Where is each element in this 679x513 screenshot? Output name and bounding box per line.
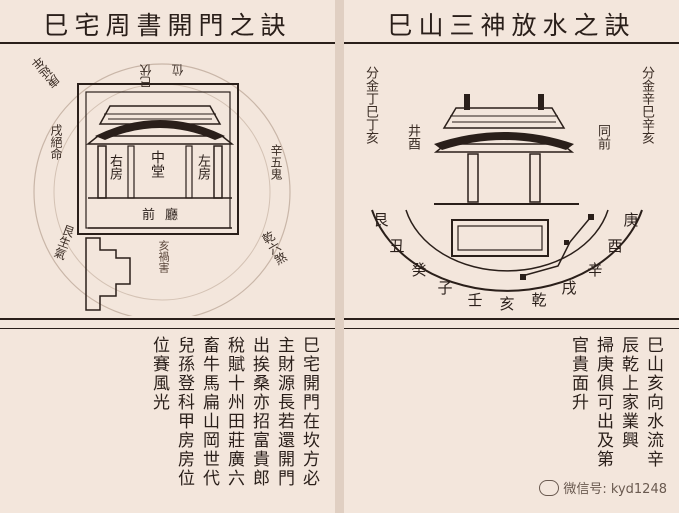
dial-char: 艮: [373, 210, 389, 229]
right-title-rule: [344, 42, 679, 44]
left-poem-col-6: 兒孫登科甲房房位: [174, 336, 194, 488]
dial-char: 酉: [607, 236, 623, 255]
top-left-note: 巳伏: [139, 64, 153, 88]
well-label: 井酉: [405, 124, 420, 150]
top-right-note: 位: [171, 64, 185, 76]
dial-char: 亥: [499, 294, 515, 313]
left-page-title: 巳宅周書開門之訣: [43, 11, 292, 40]
right-page-title: 巳山三神放水之訣: [387, 11, 636, 40]
dial-char: 壬: [467, 290, 483, 309]
right-room-label: 右房: [107, 154, 122, 180]
ring-outline: [33, 63, 291, 316]
ring-text-4: 戌絕命: [49, 124, 63, 160]
dial-char: 庚: [623, 210, 639, 229]
left-poem-col-2: 主財源長若還開門: [274, 336, 294, 488]
front-label: 同前: [595, 124, 610, 150]
right-separator: [344, 318, 679, 320]
center-hall-label: 中堂: [149, 150, 165, 178]
left-poem-col-1: 巳宅開門在坎方必: [299, 336, 319, 488]
dial-char: 戌: [561, 278, 577, 297]
dial-char: 辛: [587, 260, 603, 279]
right-fenjin-label: 分金辛巳辛亥: [639, 66, 654, 144]
house-diagram: 中堂 右房 左房 前廳 亥禍害 巳伏 位 庚延年 辛五鬼 乾六煞 戌絕命 艮生氣: [0, 44, 335, 316]
dial-char: 乾: [531, 290, 547, 309]
wechat-watermark: 微信号: kyd1248: [539, 478, 667, 497]
front-hall-label: 前廳: [142, 208, 189, 223]
right-poem-col-1: 巳山亥向水流辛: [643, 336, 663, 469]
left-page: 巳宅周書開門之訣 中堂 右房 左房: [0, 0, 335, 513]
gate-note: 亥禍害: [157, 240, 170, 273]
gate-drawing: [371, 94, 643, 292]
dial-char: 子: [437, 278, 453, 297]
water-diagram: 分金丁巳丁亥 分金辛巳辛亥 井酉 同前 艮 丑 癸 子 壬 亥 乾 戌 辛 酉 …: [344, 44, 679, 316]
right-poem-col-4: 官貴面升: [568, 336, 588, 412]
left-poem-col-4: 稅賦十州田莊廣六: [224, 336, 244, 488]
left-poem-col-5: 畜牛馬扁山岡世代: [199, 336, 219, 488]
right-page: 巳山三神放水之訣 分金丁巳丁亥: [344, 0, 679, 513]
left-fenjin-label: 分金丁巳丁亥: [363, 66, 378, 144]
ring-text-2: 辛五鬼: [269, 144, 283, 180]
book-spine: [335, 0, 344, 513]
left-separator: [0, 318, 335, 320]
dial-char: 癸: [411, 260, 427, 279]
right-separator-thin: [344, 328, 679, 329]
left-separator-thin: [0, 328, 335, 329]
left-room-label: 左房: [195, 154, 210, 180]
left-poem-col-3: 出挨桑亦招富貴郎: [249, 336, 269, 488]
left-title-rule: [0, 42, 335, 44]
wechat-icon: [539, 479, 560, 496]
watermark-text: 微信号: kyd1248: [563, 482, 667, 497]
left-poem-col-7: 位賽風光: [149, 336, 169, 412]
dial-char: 丑: [389, 236, 405, 255]
right-poem-col-3: 掃庚俱可出及第: [593, 336, 613, 469]
right-poem-col-2: 辰乾上家業興: [618, 336, 638, 450]
